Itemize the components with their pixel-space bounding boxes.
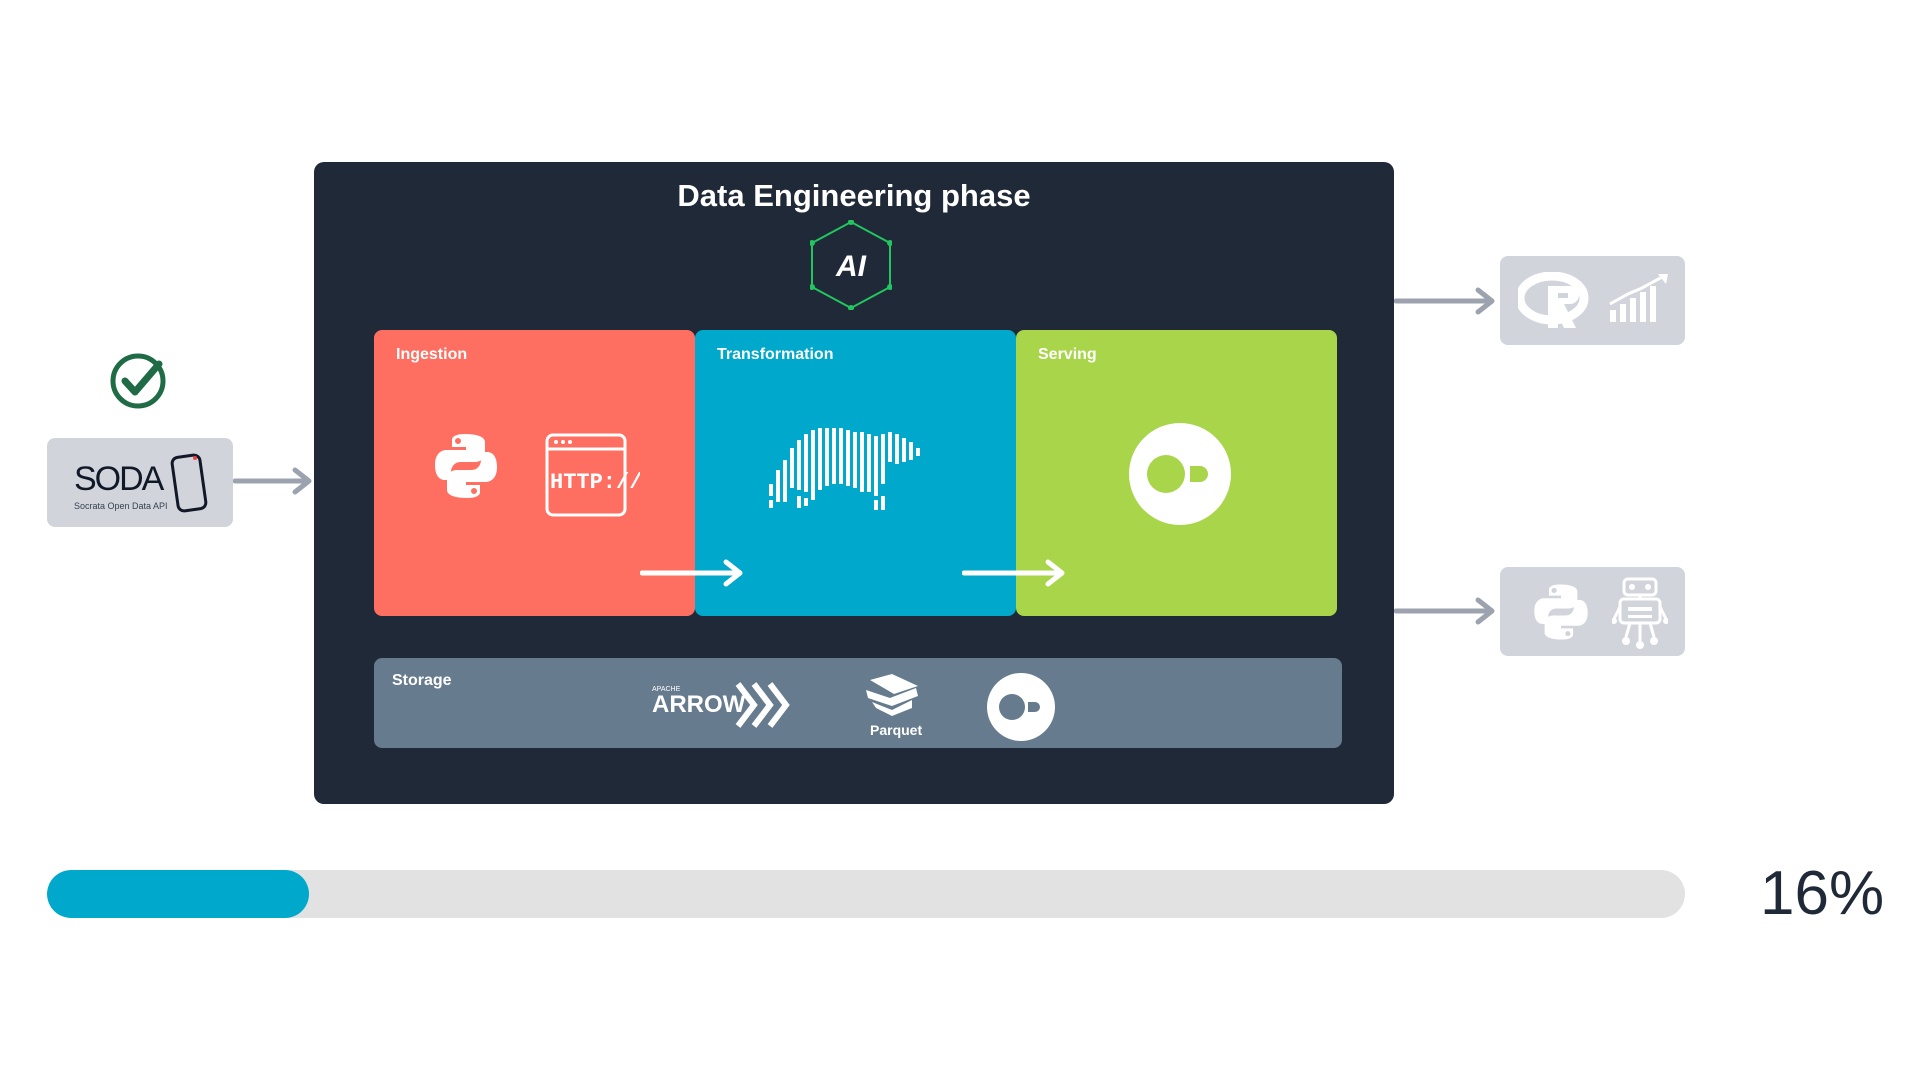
soda-subtitle: Socrata Open Data API bbox=[74, 501, 168, 511]
ai-hexagon-icon: AI bbox=[810, 220, 892, 310]
check-circle-icon bbox=[110, 353, 166, 409]
arrow-apache-text: APACHE bbox=[652, 686, 681, 693]
parquet-text: Parquet bbox=[870, 722, 923, 738]
polars-bear-icon bbox=[769, 428, 920, 510]
http-text: HTTP:// bbox=[550, 470, 640, 495]
stage-label-serving: Serving bbox=[1038, 346, 1097, 363]
r-logo-icon bbox=[1518, 272, 1589, 328]
output-python-ml-box bbox=[1500, 567, 1685, 656]
panel-title: Data Engineering phase bbox=[677, 178, 1031, 213]
stage-ingestion: Ingestion HTTP:// bbox=[374, 330, 695, 616]
apache-arrow-logo: APACHE ARROW bbox=[652, 686, 745, 717]
storage-label: Storage bbox=[392, 672, 452, 689]
robot-icon bbox=[1612, 577, 1668, 649]
stage-label-ingestion: Ingestion bbox=[396, 346, 468, 363]
output-r-analytics-box bbox=[1500, 256, 1685, 345]
stage-serving: Serving bbox=[1016, 330, 1337, 616]
ai-badge-text: AI bbox=[835, 250, 867, 283]
arrow-text: ARROW bbox=[652, 691, 746, 718]
progress-fill bbox=[47, 870, 310, 918]
parquet-icon bbox=[866, 674, 918, 716]
python-icon bbox=[435, 434, 497, 498]
soda-source-box: SODA Socrata Open Data API bbox=[47, 438, 233, 527]
arrow-panel-to-python-output bbox=[1394, 597, 1495, 625]
storage-bar: Storage APACHE ARROW Parquet bbox=[374, 658, 1342, 748]
arrow-chevrons-icon bbox=[735, 682, 790, 728]
progress-percent: 16% bbox=[1760, 859, 1885, 928]
stage-transformation: Transformation bbox=[695, 330, 1016, 616]
arrow-panel-to-r-output bbox=[1394, 287, 1495, 315]
arrow-transformation-to-serving bbox=[962, 559, 1065, 587]
stage-label-transformation: Transformation bbox=[717, 346, 834, 363]
bar-chart-icon bbox=[1609, 274, 1668, 322]
http-icon: HTTP:// bbox=[545, 433, 640, 517]
duckdb-icon bbox=[1129, 423, 1231, 525]
soda-title: SODA bbox=[74, 460, 164, 498]
arrow-source-to-panel bbox=[233, 467, 312, 495]
duckdb-storage-icon bbox=[987, 673, 1055, 741]
progress-track bbox=[47, 870, 1685, 918]
phone-icon bbox=[170, 453, 208, 513]
python-output-icon bbox=[1534, 584, 1588, 640]
arrow-ingestion-to-transformation bbox=[640, 559, 743, 587]
